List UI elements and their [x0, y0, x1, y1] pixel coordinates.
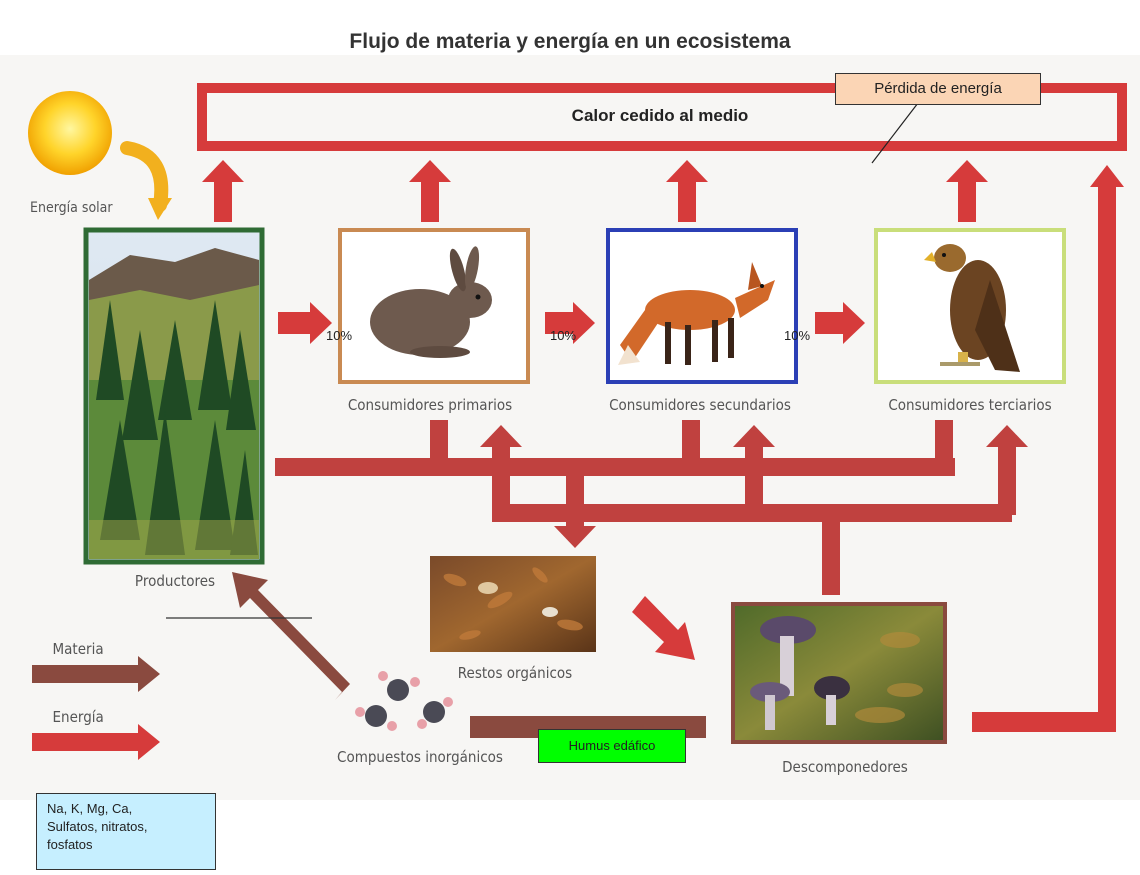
transfer-percentage: 10%: [784, 328, 811, 343]
mineral-elements-line: Na, K, Mg, Ca,: [47, 801, 133, 816]
to-remains-head: [554, 526, 596, 548]
arrow-primary-to-secondary: [545, 302, 595, 344]
mineral-elements-line: Sulfatos, nitratos,: [47, 819, 148, 834]
solar-energy-label: Energía solar: [30, 200, 113, 216]
return-up-secondary: [745, 445, 763, 515]
return-up-tertiary: [998, 445, 1016, 515]
legend-matter-label: Materia: [52, 640, 104, 658]
return-up-primary: [492, 445, 510, 515]
heat-arrow-tertiary: [946, 160, 988, 222]
primary-down: [430, 420, 448, 470]
inorganic-to-producers-arrow: [232, 572, 350, 700]
curved-arrow-head: [148, 198, 172, 220]
callout-leader-line: [871, 102, 919, 164]
secondary-consumers-label: Consumidores secundarios: [609, 396, 791, 414]
rabbit-image: [338, 228, 530, 384]
decomposers-label: Descomponedores: [782, 758, 908, 776]
transfer-percentage: 10%: [550, 328, 577, 343]
decomposer-up-stem: [822, 515, 840, 595]
heat-arrow-secondary: [666, 160, 708, 222]
heat-arrow-decomposers: [972, 165, 1124, 732]
primary-consumers-label: Consumidores primarios: [347, 396, 513, 414]
remains-to-decomposers-arrow: [632, 596, 695, 660]
humus-label: Humus edáfico: [538, 729, 686, 763]
mineral-elements-note: Na, K, Mg, Ca, Sulfatos, nitratos, fosfa…: [36, 793, 216, 870]
producers-label: Productores: [134, 572, 216, 590]
curved-arrow-icon: [120, 141, 169, 212]
heat-arrows: [202, 160, 1124, 732]
legend-matter-arrow: [32, 656, 160, 692]
arrow-producers-to-primary: [278, 302, 332, 344]
leaf-litter-image: [430, 556, 596, 652]
energy-loss-callout: Pérdida de energía: [835, 73, 1041, 105]
heat-box-label: Calor cedido al medio: [571, 106, 749, 125]
fox-image: [606, 228, 798, 384]
tertiary-down: [935, 420, 953, 470]
arrow-secondary-to-tertiary: [815, 302, 865, 344]
mushroom-image: [731, 602, 947, 744]
sun-icon: [28, 91, 112, 175]
legend-energy-arrow: [32, 724, 160, 760]
trophic-energy-arrows: [278, 302, 865, 344]
molecule-icon: [355, 671, 453, 731]
mineral-elements-line: fosfatos: [47, 837, 93, 852]
heat-arrow-producers: [202, 160, 244, 222]
secondary-down: [682, 420, 700, 470]
legend-energy-label: Energía: [52, 708, 104, 726]
tertiary-consumers-label: Consumidores terciarios: [888, 396, 1052, 414]
eagle-image: [874, 228, 1066, 384]
transfer-percentage: 10%: [326, 328, 353, 343]
organic-remains-label: Restos orgánicos: [457, 664, 573, 682]
mountain-forest-image: [83, 227, 265, 565]
matter-flow-network: [275, 420, 1028, 595]
heat-box: [197, 83, 1127, 151]
inorganic-compounds-label: Compuestos inorgánicos: [337, 748, 503, 766]
page-title: Flujo de materia y energía en un ecosist…: [349, 30, 791, 53]
remains-collector-bar: [275, 458, 955, 476]
heat-arrow-primary: [409, 160, 451, 222]
